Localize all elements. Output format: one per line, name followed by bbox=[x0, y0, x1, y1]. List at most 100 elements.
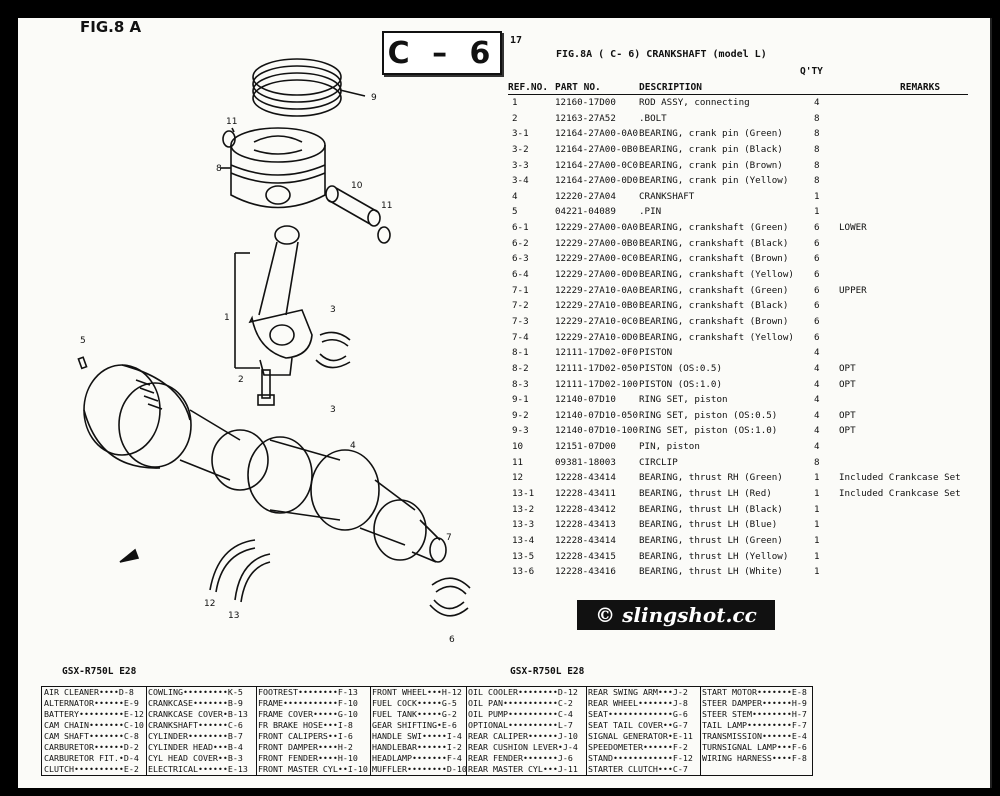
ref-no-cell: 4 bbox=[512, 190, 518, 202]
quantity-cell: 4 bbox=[814, 394, 820, 406]
figure-title: FIG.8A ( C- 6) CRANKSHAFT (model L) bbox=[556, 49, 767, 60]
quantity-cell: 8 bbox=[814, 143, 820, 155]
ref-no-cell: 3-3 bbox=[512, 159, 529, 171]
description-cell: PISTON bbox=[639, 347, 673, 359]
connecting-rod-illustration bbox=[248, 225, 313, 376]
part-no-cell: 12111-17D02-050 bbox=[555, 362, 638, 374]
description-cell: BEARING, crank pin (Green) bbox=[639, 128, 783, 140]
description-cell: BEARING, crankshaft (Yellow) bbox=[639, 269, 794, 281]
callout-2: 2 bbox=[238, 375, 244, 385]
description-cell: RING SET, piston (OS:0.5) bbox=[639, 409, 778, 421]
callout-4: 4 bbox=[350, 441, 356, 451]
index-item: CRANKCASE•••••••B-9 bbox=[148, 698, 243, 708]
description-cell: BEARING, thrust LH (Yellow) bbox=[639, 550, 789, 562]
part-no-cell: 12229-27A00-0D0 bbox=[555, 269, 638, 281]
index-item: BATTERY•••••••••E-12 bbox=[44, 709, 144, 719]
part-no-cell: 12229-27A10-0B0 bbox=[555, 300, 638, 312]
index-item: STEER STEM••••••••H-7 bbox=[702, 709, 807, 719]
remarks-cell: OPT bbox=[839, 378, 856, 390]
index-item: GEAR SHIFTING•E-6 bbox=[372, 720, 457, 730]
quantity-cell: 6 bbox=[814, 315, 820, 327]
remarks-cell: OPT bbox=[839, 425, 856, 437]
description-cell: RING SET, piston (OS:1.0) bbox=[639, 425, 778, 437]
ref-no-cell: 8-3 bbox=[512, 378, 529, 390]
ref-no-cell: 7-4 bbox=[512, 331, 529, 343]
index-item: CLUTCH••••••••••E-2 bbox=[44, 764, 139, 774]
index-item: REAR FENDER•••••••J-6 bbox=[468, 753, 573, 763]
description-cell: BEARING, thrust LH (Black) bbox=[639, 503, 783, 515]
header-remarks: REMARKS bbox=[900, 82, 941, 93]
callout-5: 5 bbox=[80, 336, 86, 346]
index-item: SEAT•••••••••••••G-6 bbox=[588, 709, 688, 719]
description-cell: .PIN bbox=[639, 206, 662, 218]
part-no-cell: 12160-17D00 bbox=[555, 97, 616, 108]
quantity-cell: 8 bbox=[814, 175, 820, 187]
part-no-cell: 12228-43414 bbox=[555, 534, 616, 546]
index-item: STAND••••••••••••F-12 bbox=[588, 753, 693, 763]
quantity-cell: 4 bbox=[814, 425, 820, 437]
index-item: FRONT DAMPER••••H-2 bbox=[258, 742, 353, 752]
part-no-cell: 12164-27A00-0D0 bbox=[555, 175, 638, 187]
ref-no-cell: 5 bbox=[512, 206, 518, 218]
quantity-cell: 6 bbox=[814, 284, 820, 296]
index-item: MUFFLER••••••••D-10 bbox=[372, 764, 466, 774]
description-cell: CIRCLIP bbox=[639, 456, 678, 468]
header-desc: DESCRIPTION bbox=[639, 82, 702, 93]
index-item: CAM CHAIN•••••••C-10 bbox=[44, 720, 144, 730]
quantity-cell: 4 bbox=[814, 97, 820, 108]
index-item: HANDLEBAR••••••I-2 bbox=[372, 742, 462, 752]
ref-no-cell: 9-2 bbox=[512, 409, 529, 421]
index-item: TAIL LAMP•••••••••F-7 bbox=[702, 720, 807, 730]
index-item: TRANSMISSION••••••E-4 bbox=[702, 731, 807, 741]
part-no-cell: 12151-07D00 bbox=[555, 441, 616, 453]
quantity-cell: 4 bbox=[814, 378, 820, 390]
ref-no-cell: 9-1 bbox=[512, 394, 529, 406]
part-no-cell: 09381-18003 bbox=[555, 456, 616, 468]
index-item: TURNSIGNAL LAMP•••F-6 bbox=[702, 742, 807, 752]
page-edge bbox=[0, 0, 10, 796]
callout-11: 11 bbox=[226, 117, 237, 127]
index-item: ALTERNATOR••••••E-9 bbox=[44, 698, 139, 708]
quantity-cell: 6 bbox=[814, 253, 820, 265]
description-cell: BEARING, thrust LH (Red) bbox=[639, 488, 772, 500]
ref-no-cell: 7-2 bbox=[512, 300, 529, 312]
description-cell: PIN, piston bbox=[639, 441, 700, 453]
ref-no-cell: 13-3 bbox=[512, 519, 535, 531]
quantity-cell: 4 bbox=[814, 441, 820, 453]
quantity-cell: 1 bbox=[814, 488, 820, 500]
description-cell: BEARING, crankshaft (Brown) bbox=[639, 315, 789, 327]
ref-no-cell: 13-4 bbox=[512, 534, 535, 546]
index-item: REAR WHEEL•••••••J-8 bbox=[588, 698, 688, 708]
callout-13: 13 bbox=[228, 611, 239, 621]
index-item: FUEL TANK•••••G-2 bbox=[372, 709, 457, 719]
index-item: FUEL COCK•••••G-5 bbox=[372, 698, 457, 708]
quantity-cell: 1 bbox=[814, 190, 820, 202]
index-item: HEADLAMP•••••••F-4 bbox=[372, 753, 462, 763]
description-cell: BEARING, crankshaft (Yellow) bbox=[639, 331, 794, 343]
index-item: FRONT CALIPERS••I-6 bbox=[258, 731, 353, 741]
quantity-cell: 8 bbox=[814, 456, 820, 468]
description-cell: BEARING, crankshaft (Brown) bbox=[639, 253, 789, 265]
header-ref: REF.NO. bbox=[508, 82, 549, 93]
ref-no-cell: 10 bbox=[512, 441, 524, 453]
index-item: STARTER CLUTCH•••C-7 bbox=[588, 764, 688, 774]
index-item: FRONT MASTER CYL••I-10 bbox=[258, 764, 368, 774]
parts-catalog-sheet bbox=[18, 18, 992, 788]
callout-9: 9 bbox=[371, 93, 377, 103]
